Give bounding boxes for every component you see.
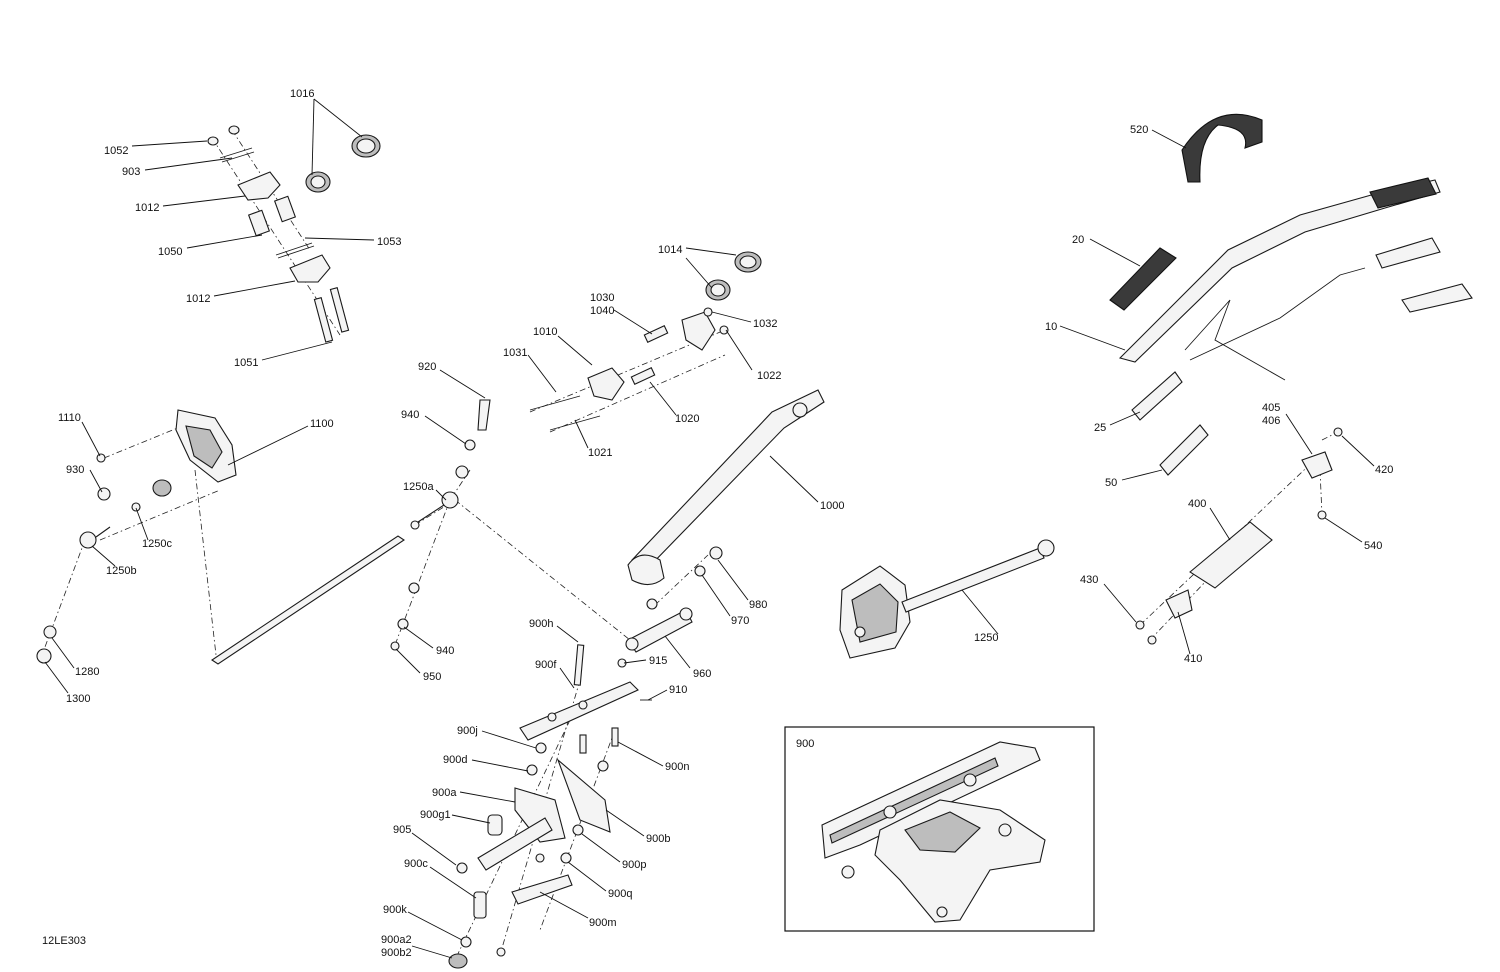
part-labels: 1016 1052 903 1012 1050 1053 1012 1051 1… (42, 88, 1393, 959)
label-520: 520 (1130, 124, 1148, 136)
label-430: 430 (1080, 574, 1098, 586)
label-930: 930 (66, 464, 84, 476)
label-405: 405 (1262, 402, 1280, 414)
label-50: 50 (1105, 477, 1117, 489)
label-960: 960 (693, 668, 711, 680)
label-540: 540 (1364, 540, 1382, 552)
label-1280: 1280 (75, 666, 99, 678)
lower-housing-right (839, 539, 1055, 659)
bearing-block-center (529, 251, 762, 431)
bracket-900-exploded (448, 644, 639, 969)
label-905: 905 (393, 824, 411, 836)
steering-column (627, 389, 825, 610)
label-950: 950 (423, 671, 441, 683)
label-900m: 900m (589, 917, 617, 929)
label-1012-lower: 1012 (186, 293, 210, 305)
label-910: 910 (669, 684, 687, 696)
label-1052: 1052 (104, 145, 128, 157)
label-1030: 1030 (590, 292, 614, 304)
label-1022: 1022 (757, 370, 781, 382)
label-406: 406 (1262, 415, 1280, 427)
assembly-axes (41, 129, 1339, 961)
label-900q: 900q (608, 888, 632, 900)
label-410: 410 (1184, 653, 1202, 665)
label-1300: 1300 (66, 693, 90, 705)
label-1010: 1010 (533, 326, 557, 338)
inset-panel-900: 900 (784, 726, 1095, 932)
label-1250: 1250 (974, 632, 998, 644)
label-900g1: 900g1 (420, 809, 451, 821)
label-900a: 900a (432, 787, 457, 799)
label-1020: 1020 (675, 413, 699, 425)
label-900b: 900b (646, 833, 670, 845)
label-970: 970 (731, 615, 749, 627)
parts (36, 113, 1473, 969)
label-1000: 1000 (820, 500, 844, 512)
label-920: 920 (418, 361, 436, 373)
label-1250b: 1250b (106, 565, 137, 577)
bearing-block-upper (207, 125, 381, 343)
label-1021: 1021 (588, 447, 612, 459)
label-1040: 1040 (590, 305, 614, 317)
label-1250c: 1250c (142, 538, 172, 550)
label-1110: 1110 (58, 412, 81, 424)
label-900f: 900f (535, 659, 557, 671)
label-1100: 1100 (310, 418, 334, 430)
label-1032: 1032 (753, 318, 777, 330)
tie-rod-end (390, 399, 693, 701)
inset-label-900: 900 (796, 738, 814, 750)
label-1014: 1014 (658, 244, 682, 256)
label-10: 10 (1045, 321, 1057, 333)
label-940-lower: 940 (436, 645, 454, 657)
label-900j: 900j (457, 725, 478, 737)
label-900c: 900c (404, 858, 428, 870)
label-1031: 1031 (503, 347, 527, 359)
label-1051: 1051 (234, 357, 258, 369)
label-900k: 900k (383, 904, 407, 916)
label-1250a: 1250a (403, 481, 434, 493)
handlebar-assembly (1109, 113, 1473, 476)
label-1016: 1016 (290, 88, 314, 100)
label-20: 20 (1072, 234, 1084, 246)
label-940-upper: 940 (401, 409, 419, 421)
label-1050: 1050 (158, 246, 182, 258)
label-900b2: 900b2 (381, 947, 412, 959)
lower-housing-left (36, 409, 405, 665)
label-915: 915 (649, 655, 667, 667)
label-25: 25 (1094, 422, 1106, 434)
label-900h: 900h (529, 618, 553, 630)
label-1053: 1053 (377, 236, 401, 248)
leader-lines (44, 98, 1375, 959)
label-900d: 900d (443, 754, 467, 766)
label-900n: 900n (665, 761, 689, 773)
label-420: 420 (1375, 464, 1393, 476)
label-400: 400 (1188, 498, 1206, 510)
label-900a2: 900a2 (381, 934, 412, 946)
bracket-400 (1135, 427, 1343, 645)
diagram-code: 12LE303 (42, 935, 86, 947)
label-980: 980 (749, 599, 767, 611)
label-900p: 900p (622, 859, 646, 871)
label-1012-upper: 1012 (135, 202, 159, 214)
label-903: 903 (122, 166, 140, 178)
